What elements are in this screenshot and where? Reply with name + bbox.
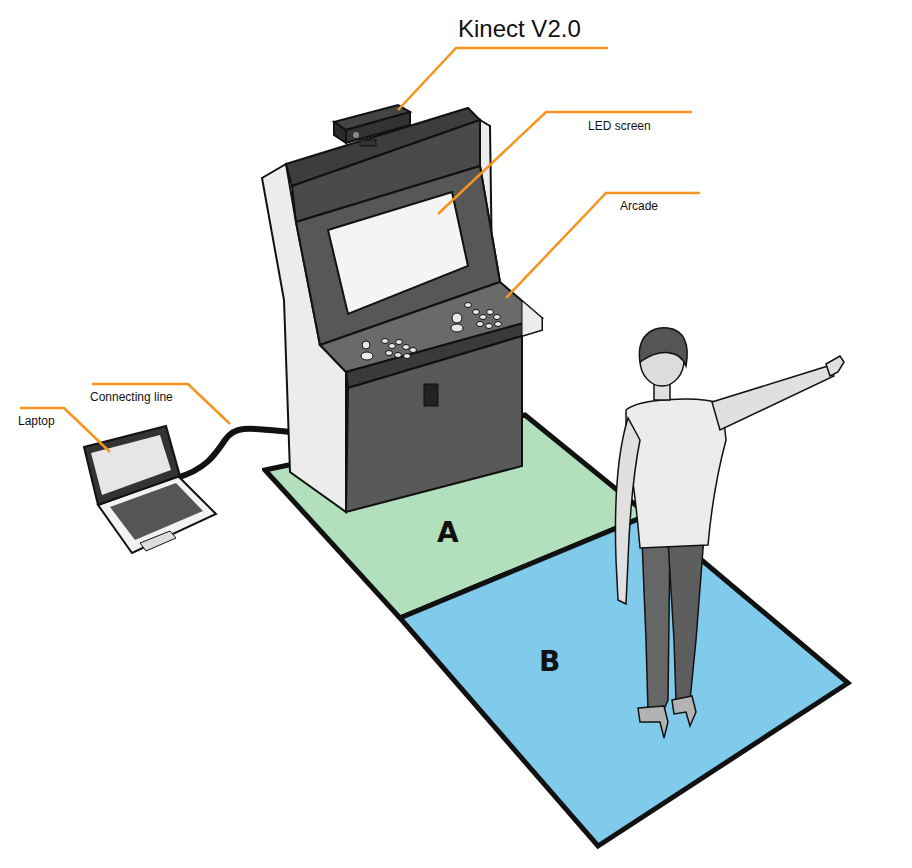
button (486, 324, 493, 329)
cabinet-front (346, 336, 522, 512)
laptop-lid (84, 426, 180, 505)
button (395, 353, 402, 358)
button (404, 354, 411, 359)
leader-line (438, 112, 692, 214)
part-label: Arcade (620, 200, 658, 213)
leg (668, 536, 704, 702)
floor-area: B (395, 510, 853, 852)
floor-area-shape (395, 510, 853, 852)
part-label: Kinect V2.0 (458, 16, 581, 42)
kinect-top (334, 105, 410, 130)
area-letter: A (437, 519, 459, 547)
kinect-sensor (334, 105, 410, 146)
cabinet-right-edge (480, 120, 500, 282)
control-panel (320, 282, 542, 372)
shirt (626, 399, 726, 548)
part-label: Laptop (18, 415, 55, 428)
hand (826, 356, 844, 376)
leader-line (506, 193, 700, 298)
laptop-screen (91, 435, 171, 495)
button (480, 315, 487, 320)
leader-lines (20, 48, 700, 452)
cable (176, 429, 290, 478)
area-letter: B (539, 648, 560, 676)
laptop-touchpad (140, 531, 176, 551)
cabinet-top (286, 108, 480, 186)
neck (654, 376, 670, 400)
button (473, 310, 480, 315)
joystick-ball (362, 341, 370, 349)
kinect-side (334, 122, 346, 143)
hair (639, 328, 687, 366)
coin-slot (424, 384, 438, 406)
part-label: Connecting line (90, 391, 173, 404)
kinect-stand (360, 140, 376, 146)
shoe (672, 696, 696, 726)
button (495, 322, 502, 327)
joystick-base (361, 352, 373, 360)
laptop-base (98, 476, 216, 553)
button (386, 351, 393, 356)
cabinet-right-side (500, 282, 542, 336)
button (487, 310, 494, 315)
cable-line (176, 429, 290, 478)
kinect-lens (353, 132, 359, 138)
joystick-ball (452, 313, 462, 323)
laptop (84, 426, 216, 553)
cabinet-marquee (292, 120, 480, 222)
shoe (638, 706, 668, 738)
button (396, 340, 403, 345)
leader-line (20, 408, 110, 452)
button (382, 339, 389, 344)
leg (642, 540, 670, 712)
head (640, 334, 684, 386)
button (403, 345, 410, 350)
laptop-keyboard (110, 483, 203, 540)
part-label: LED screen (588, 120, 651, 133)
arcade-cabinet (262, 108, 542, 512)
button (477, 322, 484, 327)
leader-line (92, 384, 230, 424)
arm-lowered (616, 418, 641, 604)
leader-line (398, 48, 608, 110)
arm-raised (712, 366, 834, 430)
joystick-base (451, 324, 463, 332)
kinect-front (346, 112, 410, 143)
floor-area-outline (400, 515, 848, 846)
button (494, 315, 501, 320)
button (410, 348, 417, 353)
cabinet-side (262, 164, 346, 512)
person (616, 328, 845, 738)
button (465, 303, 472, 308)
control-panel-edge (346, 318, 542, 388)
button (389, 344, 396, 349)
screen-bezel (296, 166, 500, 345)
buttons (361, 303, 502, 361)
led-screen (328, 192, 468, 314)
